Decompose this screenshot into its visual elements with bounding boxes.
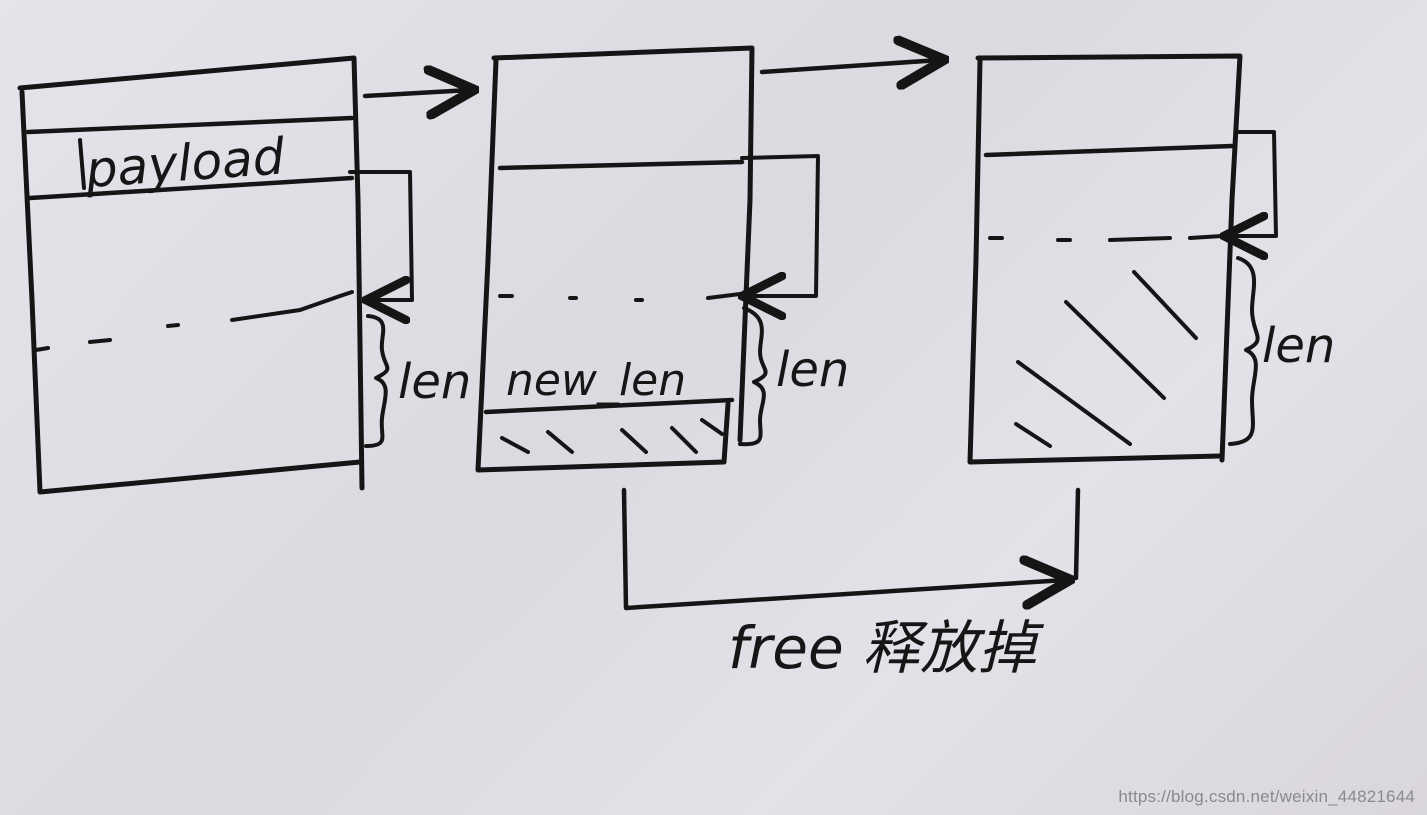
block-2-header-line	[497, 159, 745, 171]
block-1-header-line	[25, 115, 355, 135]
payload-label: payload	[83, 127, 287, 199]
block-3-header-line	[983, 143, 1235, 158]
block-2-len-pointer	[742, 154, 820, 296]
block-2-dashed-line	[498, 292, 742, 302]
memory-block-3: len	[967, 53, 1335, 465]
free-bracket-right-leg	[1073, 487, 1081, 581]
memory-block-1: payload len	[17, 55, 471, 495]
block-1-len-pointer	[348, 170, 414, 300]
block-1-len-brace	[364, 314, 390, 448]
block-3-len-pointer	[1228, 130, 1278, 236]
block-3-outline-top-right	[975, 53, 1243, 463]
block-3-len-brace	[1228, 256, 1260, 446]
free-label: free 释放掉	[728, 614, 1044, 682]
block-1-outline-left-bottom	[19, 89, 363, 495]
block-1-payload-line	[27, 175, 355, 201]
len-label-1: len	[398, 354, 471, 410]
block-2-outline-top-right	[491, 45, 755, 443]
block-1-dashed-line	[34, 290, 354, 352]
block-3-hatched-area	[1014, 270, 1198, 448]
block-2-outline-left-bottom	[475, 57, 731, 473]
block-1-payload-divider	[78, 138, 86, 190]
len-label-3: len	[1262, 318, 1335, 374]
block-2-len-brace	[738, 306, 768, 447]
block-3-outline-left-bottom	[967, 57, 1223, 465]
watermark-text: https://blog.csdn.net/weixin_44821644	[1118, 787, 1415, 806]
next-arrow-2-to-3	[759, 60, 940, 72]
block-2-new-len-line	[483, 397, 735, 415]
next-arrow-1-to-2	[362, 90, 470, 96]
block-1-outline-top-right	[17, 55, 365, 491]
memory-block-2: new_len len	[475, 45, 849, 473]
len-label-2: len	[776, 342, 849, 398]
block-3-dashed-line	[988, 234, 1224, 242]
new-len-label: new_len	[506, 355, 686, 406]
free-bracket-arrow	[621, 487, 1066, 611]
block-2-hatched-area	[500, 418, 724, 454]
